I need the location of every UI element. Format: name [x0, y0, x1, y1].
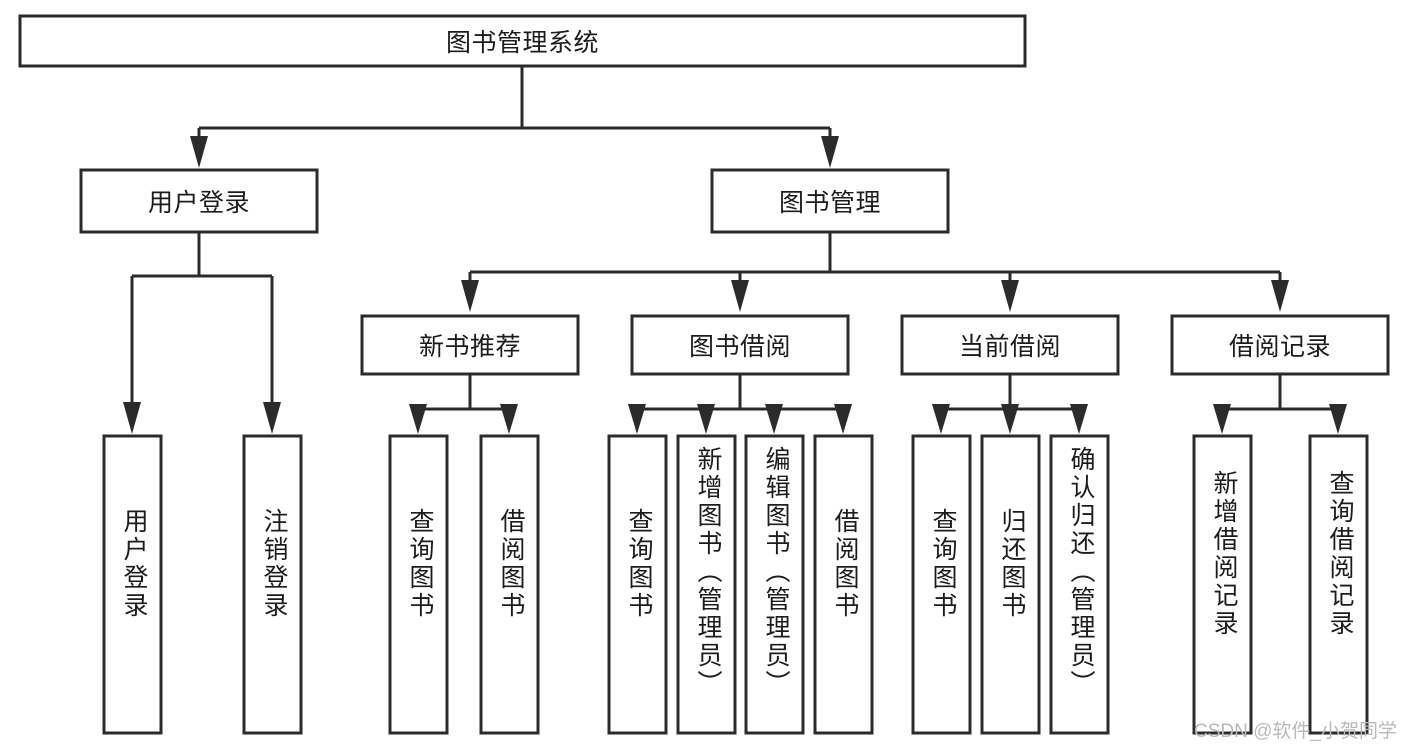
arrow-head-current-return: [1001, 404, 1019, 434]
arrow-head-borrow-lend: [834, 404, 852, 434]
arrow-head-newbook-borrow: [500, 404, 518, 434]
arrow-head-new-book: [461, 280, 479, 312]
leaf-box-logout[interactable]: [242, 434, 303, 735]
leaf-box-newbook-borrow[interactable]: [479, 434, 540, 735]
leaf-boxes: [102, 434, 1369, 735]
connectors: [123, 66, 1347, 434]
node-root-box[interactable]: [18, 14, 1027, 68]
leaf-box-borrow-lend[interactable]: [813, 434, 874, 735]
leaf-box-borrow-edit[interactable]: [744, 434, 805, 735]
leaf-box-record-query[interactable]: [1308, 434, 1369, 735]
node-borrow-record-box[interactable]: [1170, 314, 1390, 376]
arrow-head-leaf-logout: [263, 402, 281, 434]
node-boxes: [18, 14, 1390, 376]
arrow-head-current-confirm: [1070, 404, 1088, 434]
arrow-head-record-add: [1213, 404, 1231, 434]
leaf-box-borrow-add[interactable]: [676, 434, 737, 735]
leaf-box-record-add[interactable]: [1192, 434, 1253, 735]
node-current-borrow-box[interactable]: [900, 314, 1120, 376]
arrow-head-book-borrow: [731, 280, 749, 312]
leaf-box-current-confirm[interactable]: [1049, 434, 1110, 735]
arrow-head-leaf-user-login: [123, 402, 141, 434]
node-book-borrow-box[interactable]: [630, 314, 850, 376]
leaf-box-user-login[interactable]: [102, 434, 163, 735]
leaf-box-current-query[interactable]: [911, 434, 972, 735]
arrow-head-borrow-add: [697, 404, 715, 434]
arrow-head-borrow-record: [1271, 280, 1289, 312]
arrow-head-book-manage: [821, 136, 839, 168]
leaf-box-borrow-query[interactable]: [607, 434, 668, 735]
node-new-book-box[interactable]: [360, 314, 580, 376]
node-book-manage-box[interactable]: [710, 168, 950, 234]
leaf-box-current-return[interactable]: [980, 434, 1041, 735]
arrow-head-current-borrow: [1001, 280, 1019, 312]
arrow-head-borrow-query: [628, 404, 646, 434]
arrow-head-newbook-query: [409, 404, 427, 434]
leaf-box-newbook-query[interactable]: [388, 434, 449, 735]
arrow-head-borrow-edit: [765, 404, 783, 434]
arrow-head-current-query: [932, 404, 950, 434]
node-user-login-box[interactable]: [79, 168, 319, 234]
arrow-head-record-query: [1329, 404, 1347, 434]
arrow-head-user-login: [190, 136, 208, 168]
